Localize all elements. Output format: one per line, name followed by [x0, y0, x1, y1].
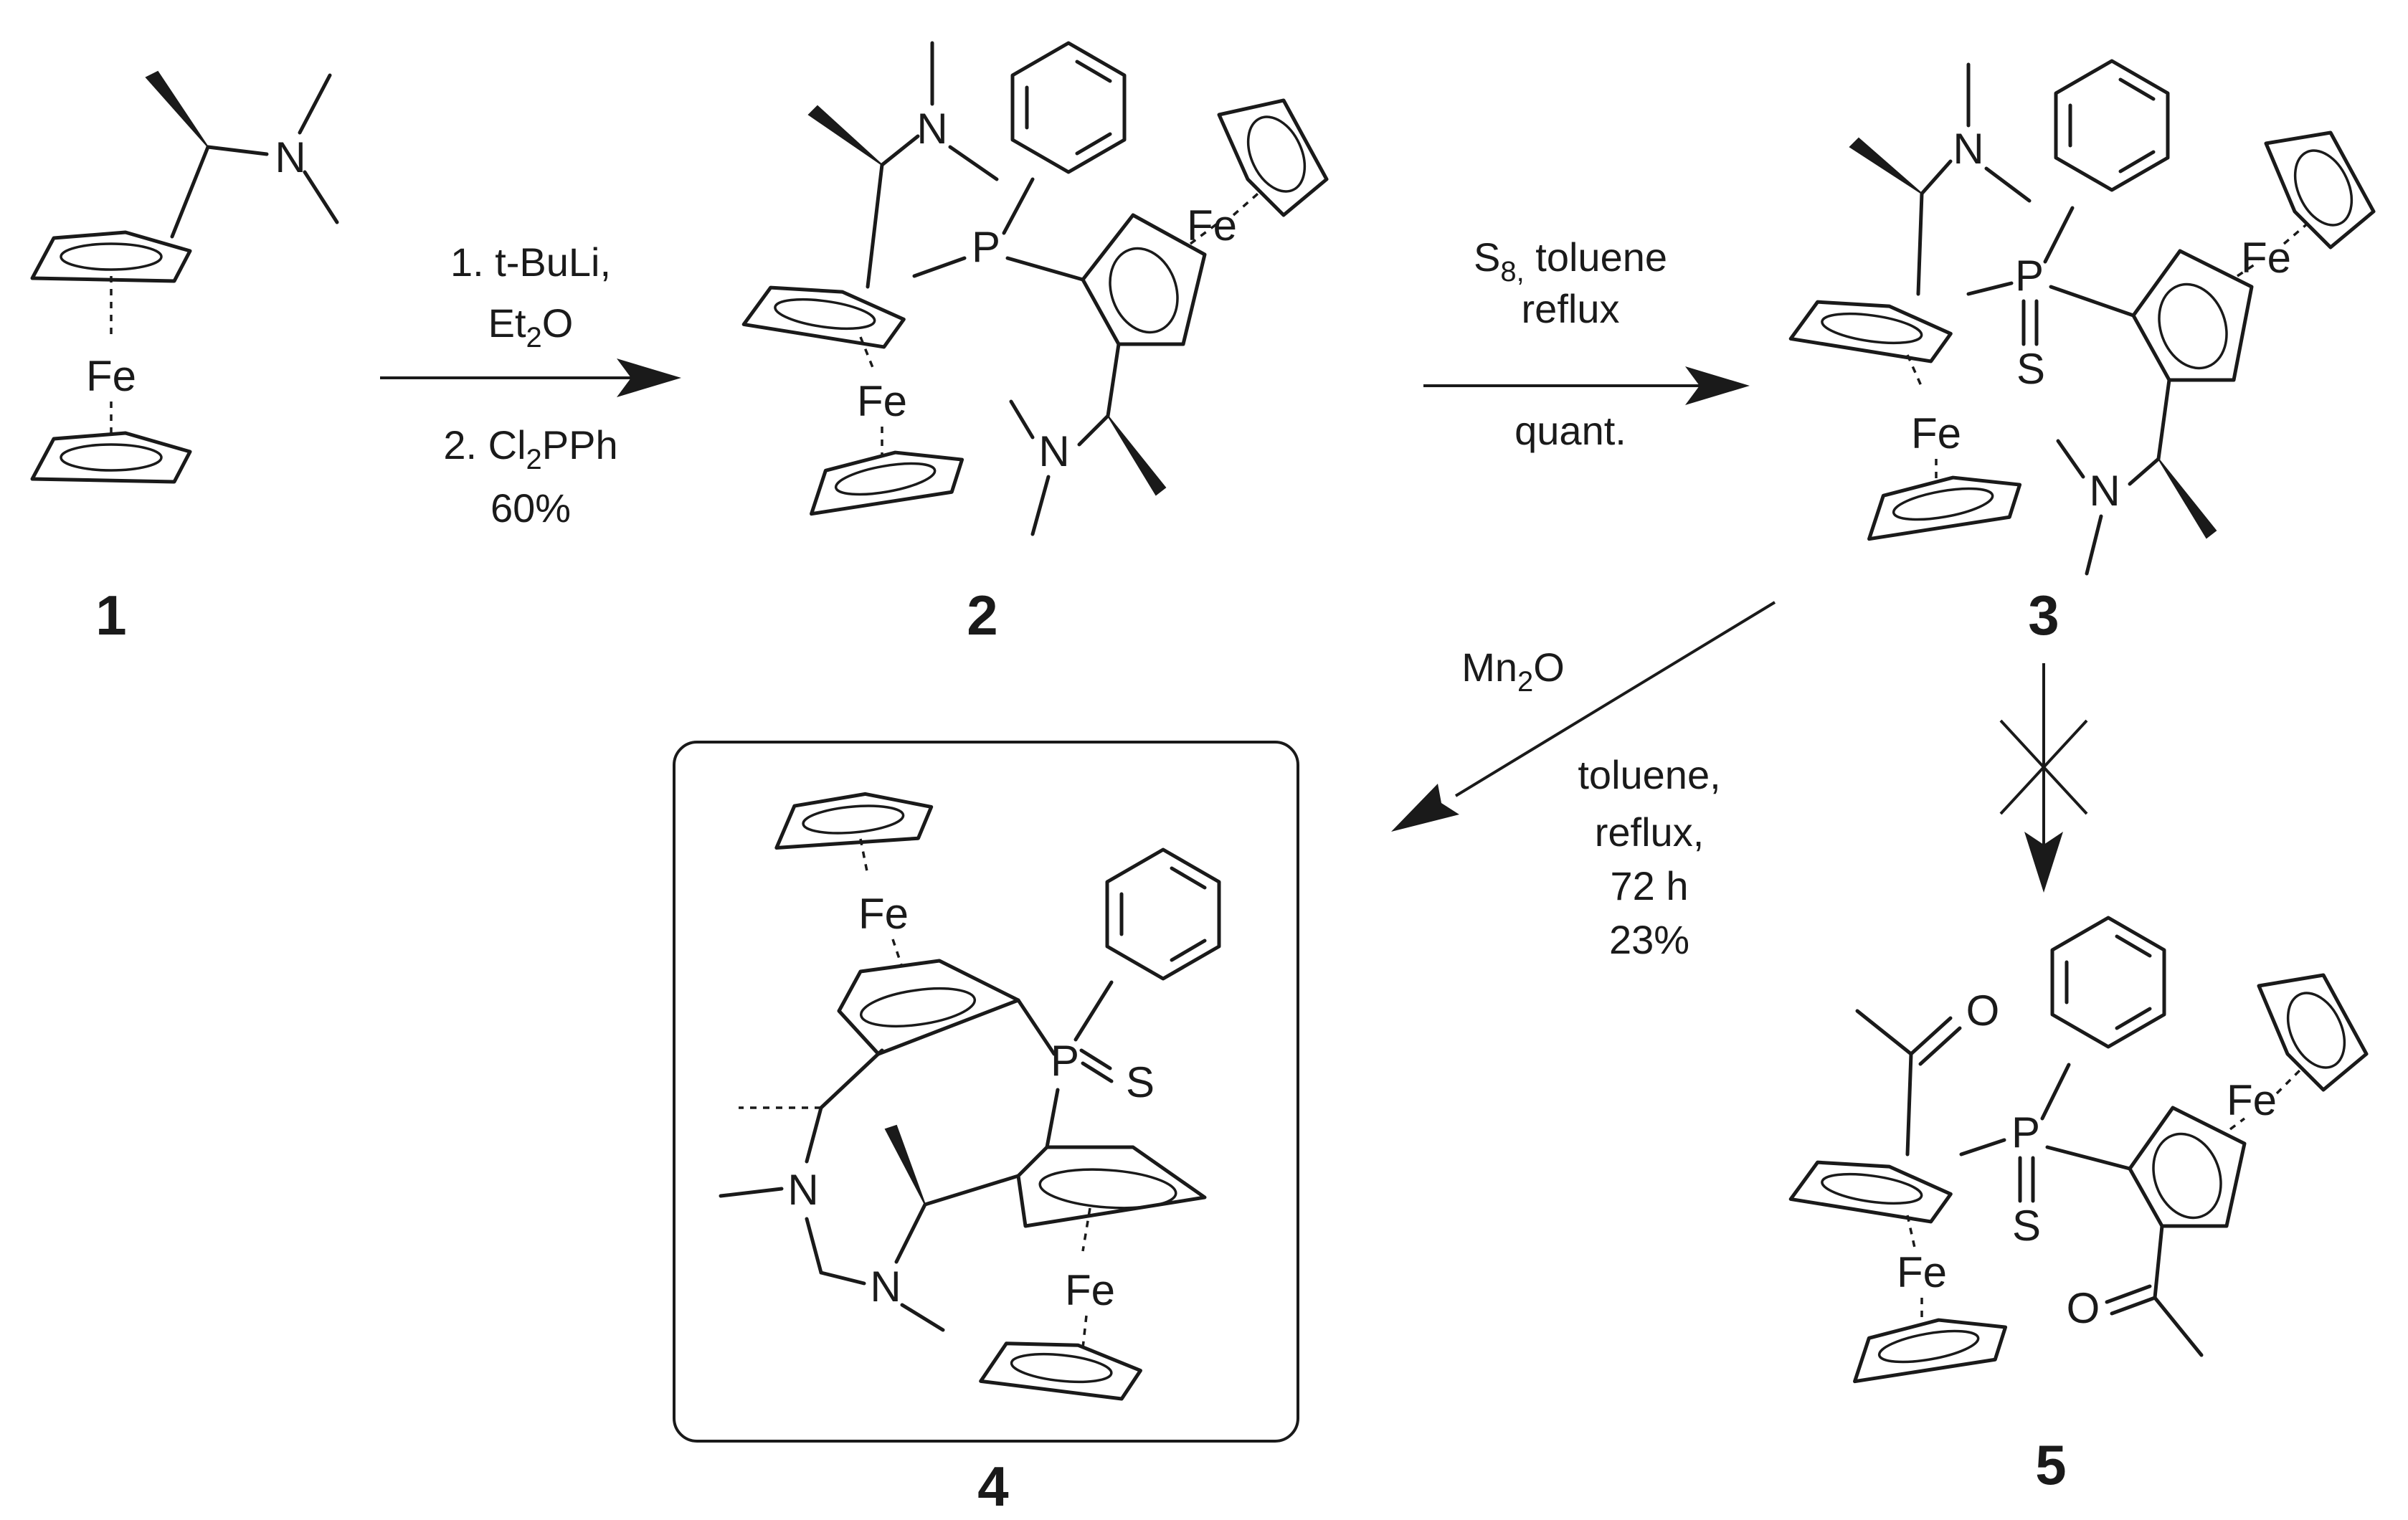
compound-4-structure: Fe P S Fe N N [719, 789, 1219, 1401]
step2-reagent-line1: S8, toluene [1474, 234, 1667, 288]
compound-3-label: 3 [2028, 584, 2059, 647]
compound-2-structure: Fe N P Fe N [744, 41, 1329, 536]
fe-atom-label: Fe [858, 890, 909, 938]
cross-mark-b [1999, 719, 2088, 815]
step3-yield: 23% [1609, 917, 1689, 962]
o-atom-label: O [2067, 1284, 2100, 1332]
fe-atom-label: Fe [1187, 201, 1237, 250]
p-atom-label: P [1051, 1037, 1079, 1085]
fe-atom-label: Fe [1911, 409, 1961, 457]
compound-5-structure: Fe O P S Fe O [1791, 918, 2369, 1384]
fe-atom-label: Fe [857, 377, 907, 425]
fe-atom-label: Fe [86, 352, 136, 400]
fe-atom-label: Fe [2227, 1076, 2277, 1124]
step2-yield: quant. [1515, 408, 1626, 453]
step2-reagent-line2: reflux [1522, 286, 1620, 331]
step3-condition-line2: reflux, [1595, 809, 1705, 855]
fe-atom-label: Fe [1897, 1248, 1947, 1296]
failed-reaction-arrow [1999, 663, 2088, 893]
product-4-box [673, 741, 1299, 1443]
fe-atom-label: Fe [1065, 1266, 1115, 1314]
fe-atom-label: Fe [2241, 234, 2291, 282]
step1-reagent-line2: Et2O [488, 300, 574, 353]
s-atom-label: S [1126, 1058, 1155, 1106]
step3-condition-line3: 72 h [1611, 863, 1689, 908]
s-atom-label: S [2012, 1202, 2041, 1250]
compound-4-label: 4 [977, 1455, 1008, 1518]
compound-1-structure: Fe N [32, 70, 339, 482]
n-atom-label: N [2089, 467, 2120, 515]
o-atom-label: O [1966, 987, 2000, 1035]
compound-2-label: 2 [967, 584, 997, 647]
n-atom-label: N [275, 133, 305, 181]
compound-3-structure: Fe N P S Fe N [1791, 61, 2376, 576]
compound-5-label: 5 [2035, 1433, 2066, 1496]
n-atom-label: N [1038, 427, 1069, 475]
reaction-arrow-1 [380, 358, 681, 397]
compound-1-label: 1 [95, 584, 126, 647]
n-atom-label: N [870, 1263, 901, 1311]
n-atom-label: N [1953, 125, 1983, 173]
p-atom-label: P [2011, 1108, 2040, 1156]
step3-reagent: Mn2O [1461, 645, 1565, 698]
s-atom-label: S [2016, 345, 2045, 393]
step1-yield: 60% [490, 485, 571, 531]
step1-reagent-line3: 2. Cl2PPh [443, 422, 617, 475]
p-atom-label: P [972, 223, 1000, 271]
p-atom-label: P [2015, 252, 2044, 300]
n-atom-label: N [787, 1166, 818, 1214]
reaction-arrow-2 [1423, 366, 1750, 405]
step3-condition-line1: toluene, [1578, 752, 1720, 797]
reaction-arrow-3 [1391, 601, 1776, 832]
n-atom-label: N [916, 105, 947, 153]
step1-reagent-line1: 1. t-BuLi, [450, 239, 611, 285]
